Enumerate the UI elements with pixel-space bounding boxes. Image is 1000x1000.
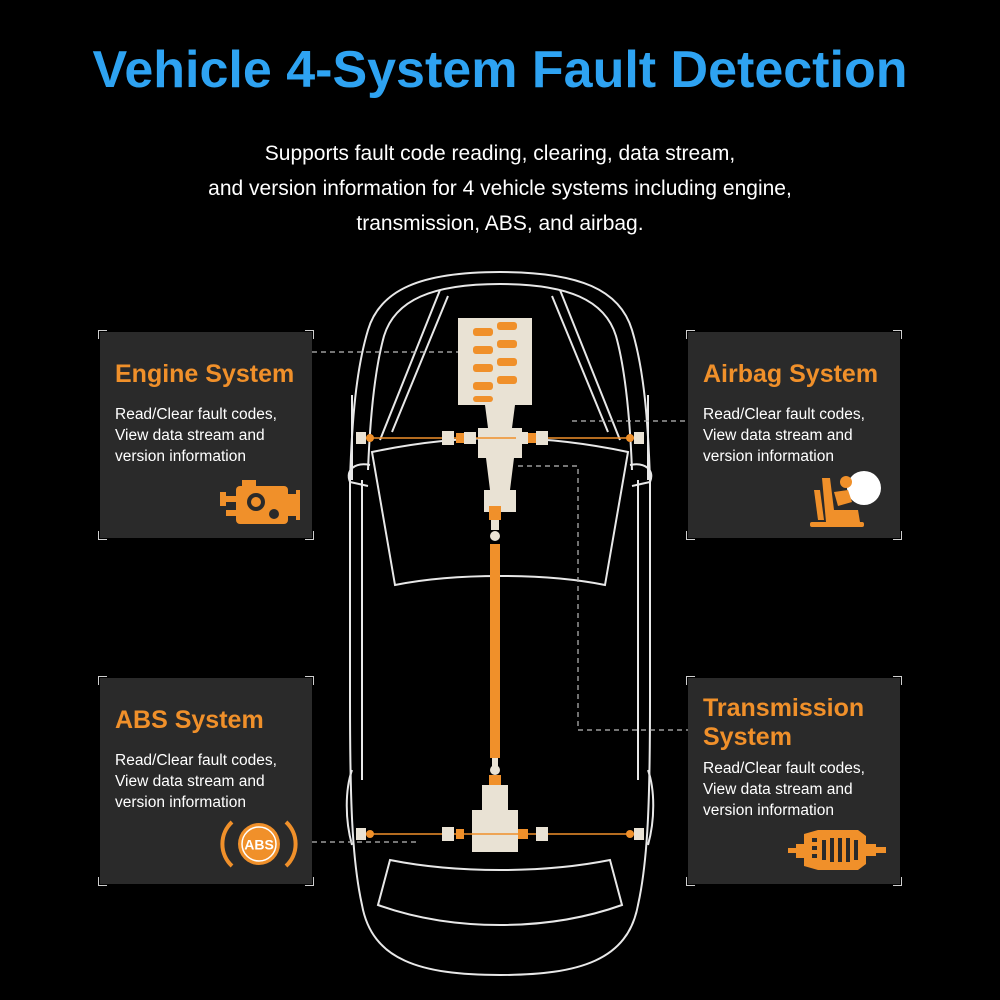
front-axle <box>356 431 644 445</box>
card-description: Read/Clear fault codes, View data stream… <box>703 760 865 819</box>
page-subtitle: Supports fault code reading, clearing, d… <box>100 136 900 241</box>
card-title: Engine System <box>115 360 295 388</box>
card-description: Read/Clear fault codes, View data stream… <box>115 752 277 811</box>
abs-system-card: ABS System Read/Clear fault codes, View … <box>98 676 314 886</box>
card-title: ABS System <box>115 706 264 734</box>
card-description: Read/Clear fault codes, View data stream… <box>703 406 865 465</box>
airbag-system-card: Airbag System Read/Clear fault codes, Vi… <box>686 330 902 540</box>
connector-lines <box>312 351 688 843</box>
rear-differential <box>356 785 644 852</box>
airbag-icon <box>810 471 881 527</box>
page-title: Vehicle 4-System Fault Detection <box>92 41 908 99</box>
card-description: Read/Clear fault codes, View data stream… <box>115 406 277 465</box>
drive-shaft <box>489 506 501 785</box>
gearbox-icon <box>788 830 886 870</box>
engine-icon <box>220 480 300 524</box>
subtitle-line: and version information for 4 vehicle sy… <box>208 177 792 200</box>
engine-system-card: Engine System Read/Clear fault codes, Vi… <box>98 330 314 540</box>
card-title: Transmission System <box>703 694 865 751</box>
subtitle-line: transmission, ABS, and airbag. <box>356 212 644 235</box>
abs-icon-label: ABS <box>244 837 274 853</box>
transmission-system-card: Transmission System Read/Clear fault cod… <box>686 676 902 886</box>
abs-icon: ABS <box>220 820 298 868</box>
engine-ecu-block <box>458 318 532 512</box>
card-title: Airbag System <box>703 360 879 388</box>
subtitle-line: Supports fault code reading, clearing, d… <box>264 142 736 165</box>
